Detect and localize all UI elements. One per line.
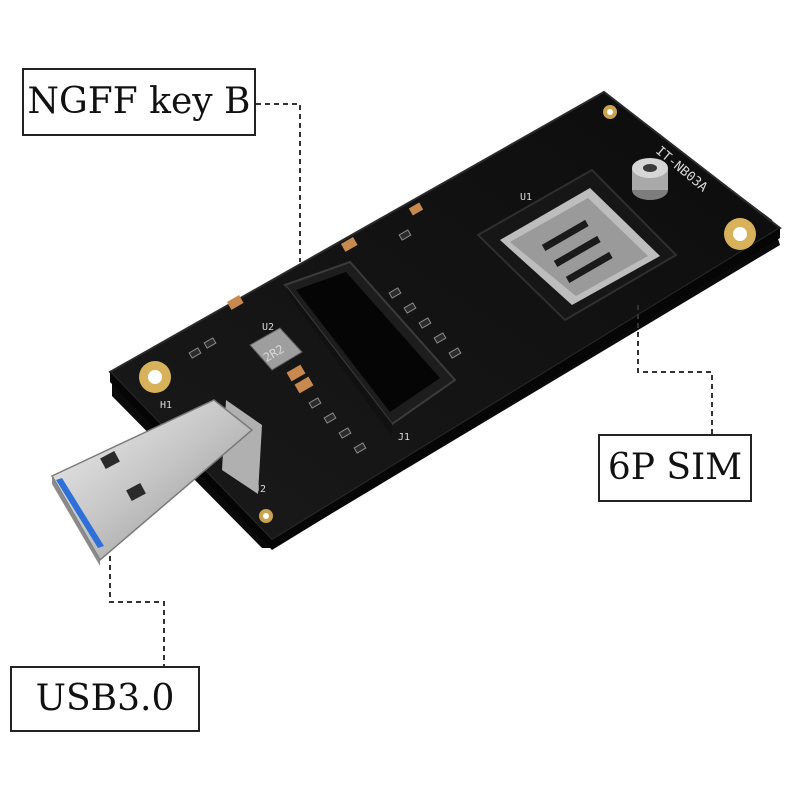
mounting-hole-right (724, 218, 756, 250)
ref-j2-label: J2 (254, 484, 266, 495)
mounting-hole-bottom (259, 509, 273, 523)
usb-lock-hole-left (100, 450, 120, 470)
leader-ngff (256, 103, 301, 262)
m2-ngff-slot (283, 260, 457, 436)
leader-sim (637, 305, 713, 434)
smd-components (226, 202, 424, 394)
usb-lock-hole-right (126, 482, 146, 502)
standoff-screw (632, 158, 668, 200)
usb3-plug (50, 399, 262, 566)
inductor-2r2: 2R2 (249, 327, 303, 371)
smd-resistors (188, 229, 462, 454)
ref-u2-label: U2 (262, 322, 274, 333)
leader-usb (109, 556, 165, 666)
leader-lines (109, 103, 713, 666)
mounting-hole-left (139, 361, 171, 393)
sim-card-socket (476, 168, 678, 322)
ref-h1-label: H1 (160, 400, 172, 411)
usb-blue-tongue (56, 478, 104, 548)
ref-u1-label: U1 (520, 192, 532, 203)
ref-j1-label: J1 (398, 432, 410, 443)
callout-ngff-key-b: NGFF key B (22, 68, 256, 136)
mounting-hole-top (603, 105, 617, 119)
callout-usb3: USB3.0 (10, 666, 200, 732)
callout-6p-sim: 6P SIM (598, 434, 752, 502)
